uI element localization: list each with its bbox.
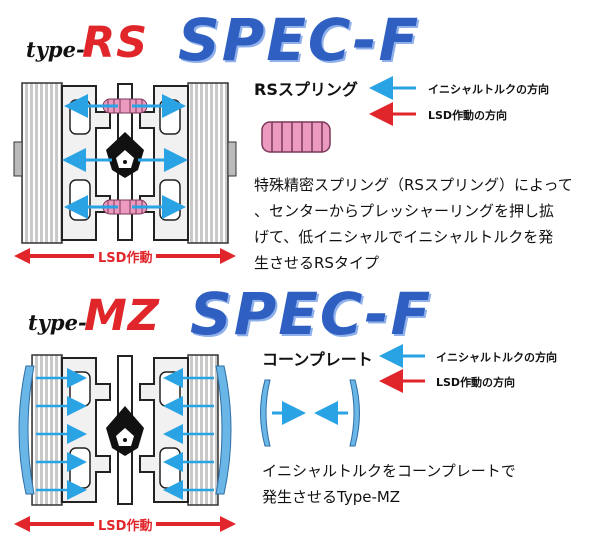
mz-cone-plate-illustration xyxy=(260,379,360,447)
rs-description-line: 特殊精密スプリング（RSスプリング）によって xyxy=(254,176,573,194)
rs-spec-f-title: SPEC-F xyxy=(178,6,421,74)
rs-type-prefix: type- xyxy=(26,37,85,62)
mz-initial-torque-arrows xyxy=(36,368,214,500)
mz-type-name: MZ xyxy=(84,291,160,341)
mz-left-clutch-pack xyxy=(31,354,63,506)
rs-description-line: げて、低イニシャルでイニシャルトルクを発 xyxy=(254,228,554,246)
mz-legend-initial-torque: イニシャルトルクの方向 xyxy=(436,351,557,364)
rs-left-clutch-pack xyxy=(21,82,63,244)
rs-description-line: 生させるRSタイプ xyxy=(254,254,379,272)
rs-legend-initial-torque: イニシャルトルクの方向 xyxy=(428,83,549,96)
mz-right-clutch-pack xyxy=(187,354,219,506)
rs-description: 特殊精密スプリング（RSスプリング）によって 、センターからプレッシャーリングを… xyxy=(254,172,599,276)
rs-description-line: 、センターからプレッシャーリングを押し拡 xyxy=(254,202,555,220)
mz-type-prefix: type- xyxy=(28,310,87,335)
rs-lsd-label: LSD作動 xyxy=(94,247,157,266)
rs-right-clutch-pack xyxy=(187,82,229,244)
mz-spec-f-title: SPEC-F xyxy=(190,280,433,348)
rs-heading: RSスプリング xyxy=(254,80,358,99)
mz-legend-lsd: LSD作動の方向 xyxy=(436,376,516,389)
rs-legend-lsd: LSD作動の方向 xyxy=(428,109,508,122)
rs-spring-illustration xyxy=(261,121,331,153)
rs-springs xyxy=(102,98,148,215)
mz-description-line: 発生させるType-MZ xyxy=(262,488,401,506)
rs-type-name: RS xyxy=(82,18,149,68)
mz-right-cone-plate xyxy=(215,365,232,495)
mz-heading: コーンプレート xyxy=(262,350,373,369)
rs-initial-torque-arrows xyxy=(62,94,188,219)
mz-description-line: イニシャルトルクをコーンプレートで xyxy=(262,462,516,480)
mz-left-cone-plate xyxy=(18,365,35,495)
mz-lsd-label: LSD作動 xyxy=(94,515,157,534)
mz-description: イニシャルトルクをコーンプレートで 発生させるType-MZ xyxy=(262,458,582,510)
